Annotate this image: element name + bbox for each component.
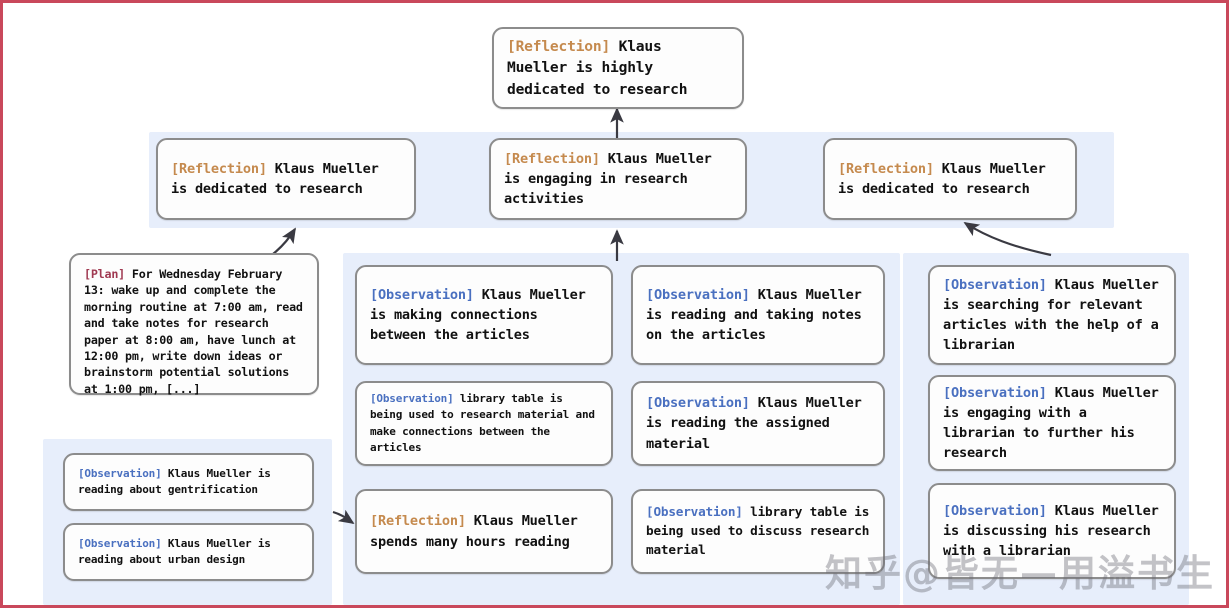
- node-body: library table is being used to discuss r…: [646, 504, 870, 557]
- tag-observation: [Observation]: [943, 502, 1047, 519]
- node-column-b-3[interactable]: [Reflection] Klaus Mueller spends many h…: [355, 489, 613, 574]
- tag-observation: [Observation]: [646, 504, 743, 520]
- tag-observation: [Observation]: [370, 286, 474, 303]
- node-column-b-2[interactable]: [Observation] library table is being use…: [355, 381, 613, 466]
- node-column-d-3[interactable]: [Observation] Klaus Mueller is discussin…: [928, 483, 1176, 579]
- tag-observation: [Observation]: [646, 395, 750, 412]
- tag-observation: [Observation]: [646, 286, 750, 303]
- node-plan[interactable]: [Plan] For Wednesday February 13: wake u…: [69, 253, 319, 397]
- node-text: [Reflection] Klaus Mueller is dedicated …: [171, 159, 401, 199]
- node-body: Klaus Mueller is engaging with a librari…: [943, 384, 1159, 462]
- node-body: Klaus Mueller is reading about gentrific…: [78, 466, 271, 496]
- node-reflection-left[interactable]: [Reflection] Klaus Mueller is dedicated …: [156, 138, 416, 220]
- node-body: Klaus Mueller is highly dedicated to res…: [507, 37, 688, 98]
- node-text: [Reflection] Klaus Mueller is engaging i…: [504, 149, 732, 209]
- node-column-d-1[interactable]: [Observation] Klaus Mueller is searching…: [928, 265, 1176, 365]
- node-column-c-2[interactable]: [Observation] Klaus Mueller is reading t…: [631, 381, 885, 466]
- node-text: [Observation] Klaus Mueller is engaging …: [943, 383, 1161, 463]
- tag-observation: [Observation]: [78, 536, 162, 550]
- node-text: [Reflection] Klaus Mueller is highly ded…: [507, 36, 729, 101]
- node-column-b-1[interactable]: [Observation] Klaus Mueller is making co…: [355, 265, 613, 365]
- tag-observation: [Observation]: [78, 466, 162, 480]
- tag-observation: [Observation]: [370, 391, 454, 405]
- node-text: [Observation] Klaus Mueller is reading a…: [78, 466, 299, 499]
- node-body: Klaus Mueller is reading and taking note…: [646, 286, 862, 344]
- tag-reflection: [Reflection]: [504, 150, 600, 167]
- node-text: [Observation] Klaus Mueller is reading t…: [646, 393, 870, 453]
- node-body: Klaus Mueller is dedicated to research: [171, 160, 379, 197]
- node-top-reflection[interactable]: [Reflection] Klaus Mueller is highly ded…: [492, 27, 744, 109]
- node-text: [Reflection] Klaus Mueller spends many h…: [370, 511, 598, 551]
- watermark-author: @皆无—用溢书生: [903, 552, 1215, 595]
- node-column-c-1[interactable]: [Observation] Klaus Mueller is reading a…: [631, 265, 885, 365]
- tag-reflection: [Reflection]: [507, 37, 611, 55]
- tag-plan: [Plan]: [84, 267, 126, 281]
- node-left-observation-1[interactable]: [Observation] Klaus Mueller is reading a…: [63, 453, 314, 511]
- node-text: [Reflection] Klaus Mueller is dedicated …: [838, 159, 1062, 199]
- node-body: Klaus Mueller is making connections betw…: [370, 286, 586, 344]
- watermark-zhihu: 知乎: [825, 552, 903, 595]
- node-text: [Observation] library table is being use…: [646, 503, 870, 559]
- tag-reflection: [Reflection]: [838, 160, 934, 177]
- tag-reflection: [Reflection]: [171, 160, 267, 177]
- node-reflection-middle[interactable]: [Reflection] Klaus Mueller is engaging i…: [489, 138, 747, 220]
- tag-observation: [Observation]: [943, 384, 1047, 401]
- node-text: [Observation] Klaus Mueller is reading a…: [646, 285, 870, 345]
- tag-observation: [Observation]: [943, 276, 1047, 293]
- tag-reflection: [Reflection]: [370, 513, 466, 530]
- node-body: Klaus Mueller is reading the assigned ma…: [646, 395, 862, 452]
- node-left-observation-2[interactable]: [Observation] Klaus Mueller is reading a…: [63, 523, 314, 581]
- node-body: Klaus Mueller is searching for relevant …: [943, 276, 1159, 354]
- node-column-c-3[interactable]: [Observation] library table is being use…: [631, 489, 885, 574]
- node-text: [Observation] Klaus Mueller is discussin…: [943, 501, 1161, 561]
- node-body: Klaus Mueller spends many hours reading: [370, 513, 578, 550]
- node-text: [Plan] For Wednesday February 13: wake u…: [84, 266, 304, 397]
- node-text: [Observation] Klaus Mueller is searching…: [943, 275, 1161, 355]
- node-body: library table is being used to research …: [370, 391, 595, 454]
- node-body: Klaus Mueller is engaging in research ac…: [504, 150, 712, 208]
- node-reflection-right[interactable]: [Reflection] Klaus Mueller is dedicated …: [823, 138, 1077, 220]
- node-body: Klaus Mueller is dedicated to research: [838, 160, 1046, 197]
- node-text: [Observation] Klaus Mueller is making co…: [370, 285, 598, 345]
- node-body: Klaus Mueller is reading about urban des…: [78, 536, 271, 566]
- node-body: Klaus Mueller is discussing his research…: [943, 502, 1159, 560]
- node-column-d-2[interactable]: [Observation] Klaus Mueller is engaging …: [928, 375, 1176, 471]
- node-body: For Wednesday February 13: wake up and c…: [84, 267, 303, 396]
- node-text: [Observation] library table is being use…: [370, 391, 598, 456]
- node-text: [Observation] Klaus Mueller is reading a…: [78, 536, 299, 569]
